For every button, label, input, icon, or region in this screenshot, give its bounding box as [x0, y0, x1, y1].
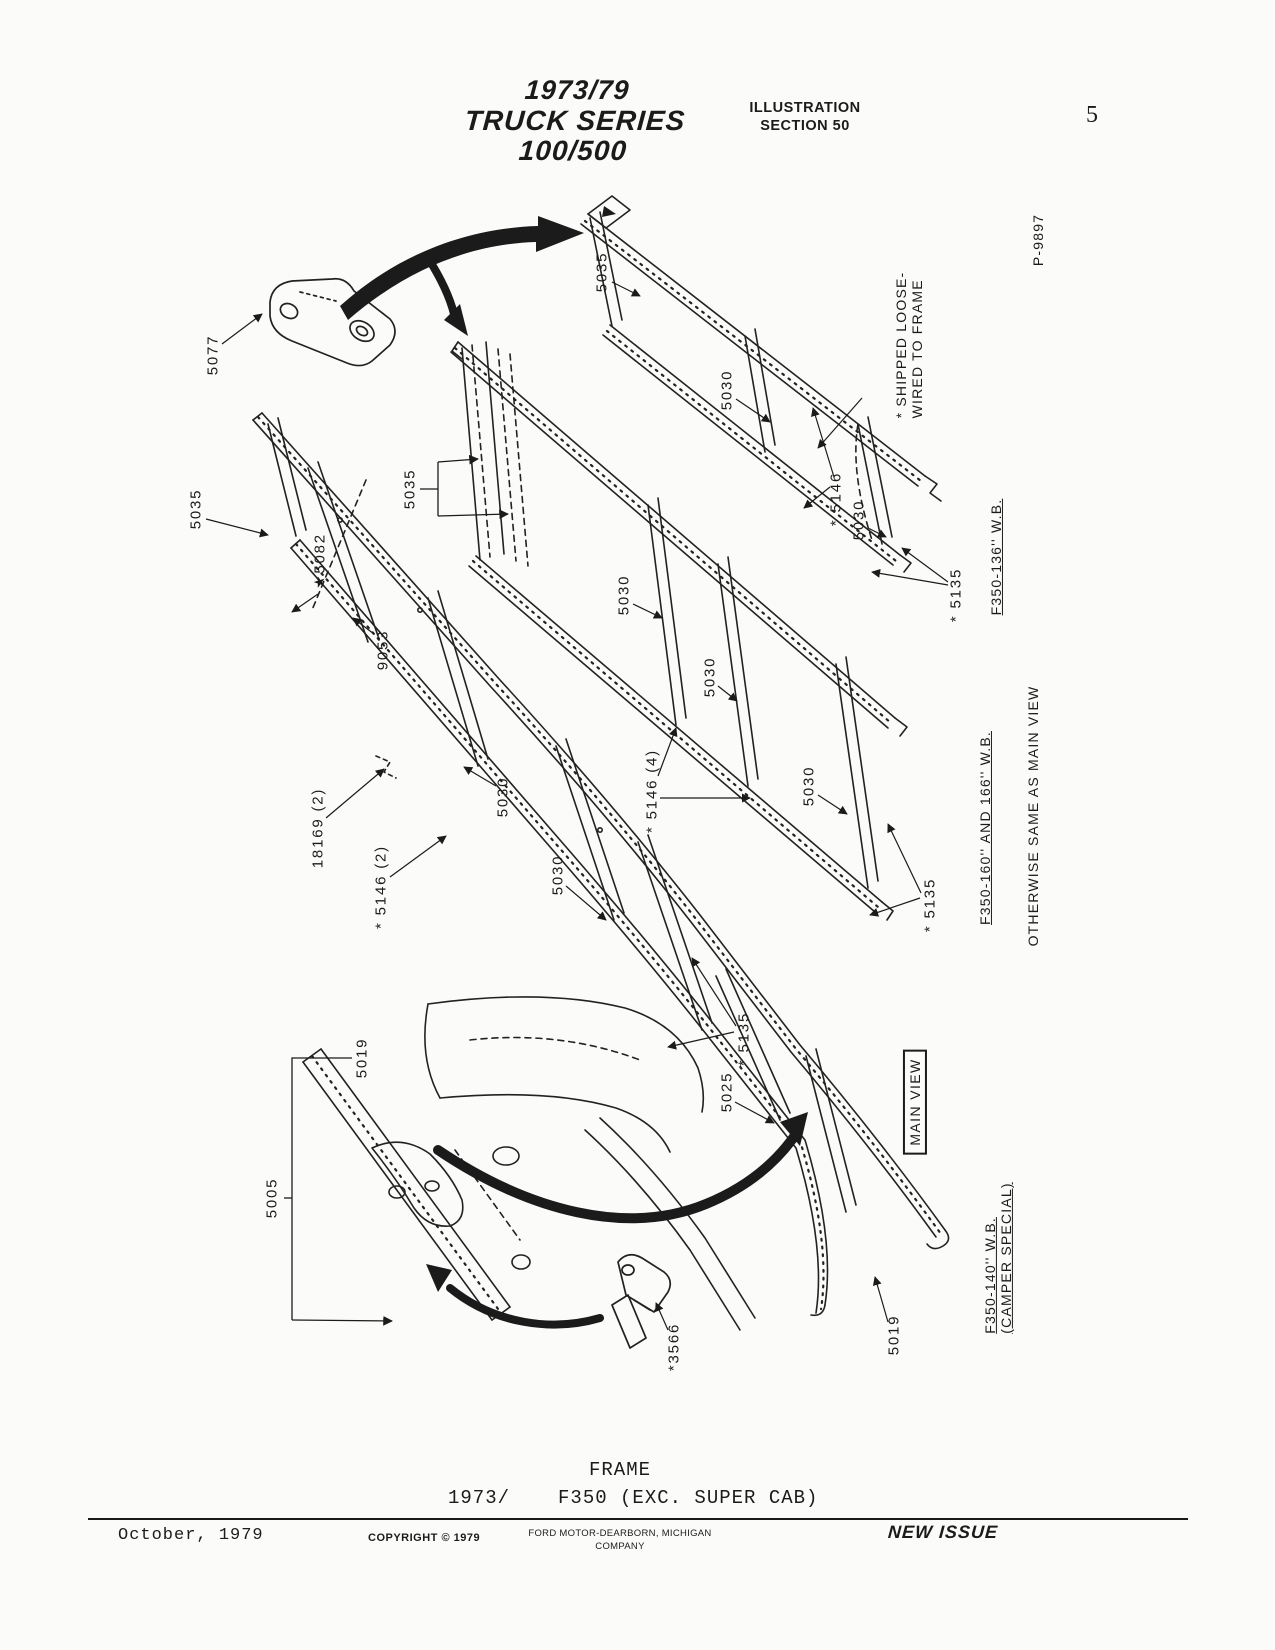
issue-status: NEW ISSUE [887, 1522, 999, 1542]
part-label-5146-a: * 5146 [827, 471, 845, 527]
part-label-5030-a1: 5030 [718, 369, 736, 411]
bracket-leaders [284, 454, 509, 1326]
publisher-line1: FORD MOTOR-DEARBORN, MICHIGAN [528, 1528, 712, 1539]
part-label-5030-a2: 5030 [850, 499, 868, 541]
part-label-5019-rear: 5019 [885, 1314, 903, 1356]
page-number: 5 [1086, 102, 1098, 128]
part-label-5035-c: 5035 [187, 488, 205, 530]
front-section-detail-drawing [302, 996, 756, 1331]
publisher-line2: COMPANY [595, 1540, 645, 1552]
bracket-3566-drawing [611, 1253, 672, 1349]
caption-year: 1973/ [448, 1487, 511, 1509]
part-label-5005: 5005 [263, 1177, 281, 1219]
frame-136wb-drawing [580, 195, 942, 573]
part-label-5030-c2: 5030 [549, 854, 567, 896]
note-shipped-loose: * SHIPPED LOOSE- WIRED TO FRAME [892, 271, 925, 419]
bracket-5077-drawing [269, 277, 396, 367]
part-label-5077: 5077 [204, 334, 222, 376]
part-label-5030-b1: 5030 [615, 574, 633, 616]
part-label-5030-c1: 5030 [494, 776, 512, 818]
footer-rule [88, 1518, 1188, 1520]
part-label-5135-a: * 5135 [947, 567, 965, 623]
illustration-word: ILLUSTRATION [749, 100, 861, 116]
part-label-18169: 18169 (2) [309, 787, 327, 869]
note-wheelbase-160-166: F350-160'' AND 166'' W.B. [976, 731, 993, 925]
part-label-5146-c: * 5146 (2) [372, 845, 390, 929]
part-label-5146-b: * 5146 (4) [643, 749, 661, 833]
part-label-5035-b: 5035 [401, 468, 419, 510]
page-title: 1973/79 TRUCK SERIES 100/500 [422, 75, 728, 167]
copyright-notice: COPYRIGHT © 1979 [368, 1532, 481, 1544]
main-view-tag: MAIN VIEW [902, 1049, 928, 1155]
part-label-5135-c: * 5135 [735, 1011, 753, 1067]
main-frame-drawing [252, 412, 950, 1317]
part-label-3566: *3566 [665, 1322, 683, 1372]
publication-date: October, 1979 [118, 1526, 264, 1545]
frame-160wb-drawing [450, 341, 908, 921]
section-number: SECTION 50 [760, 118, 850, 135]
part-label-5135-b: * 5135 [921, 877, 939, 933]
caption-model: F350 (EXC. SUPER CAB) [558, 1487, 819, 1509]
part-label-5082: ★5082 [311, 533, 329, 589]
part-label-5030-b2: 5030 [701, 656, 719, 698]
part-label-5030-b3: 5030 [800, 765, 818, 807]
part-label-5025: 5025 [718, 1071, 736, 1113]
plate-code: P-9897 [1029, 213, 1046, 267]
leader-arrows [205, 281, 949, 1331]
publisher: FORD MOTOR-DEARBORN, MICHIGAN COMPANY [505, 1528, 735, 1554]
page-title-years: 1973/79 [523, 75, 631, 105]
page-title-series: TRUCK SERIES 100/500 [463, 104, 687, 167]
part-label-5019-front: 5019 [353, 1037, 371, 1079]
part-label-5035-a: 5035 [593, 251, 611, 293]
note-wheelbase-140-camper: F350-140'' W.B. (CAMPER SPECIAL) [981, 1182, 1014, 1334]
note-wheelbase-136: F350-136'' W.B. [987, 498, 1004, 616]
flow-arrows [340, 216, 808, 1329]
note-otherwise-same: OTHERWISE SAME AS MAIN VIEW [1024, 685, 1041, 947]
figure-caption-title: FRAME [588, 1459, 651, 1481]
figure-caption-model: 1973/F350 (EXC. SUPER CAB) [448, 1487, 818, 1509]
illustration-section-heading: ILLUSTRATION SECTION 50 [740, 99, 870, 135]
part-label-9053: 9053 [374, 629, 392, 671]
